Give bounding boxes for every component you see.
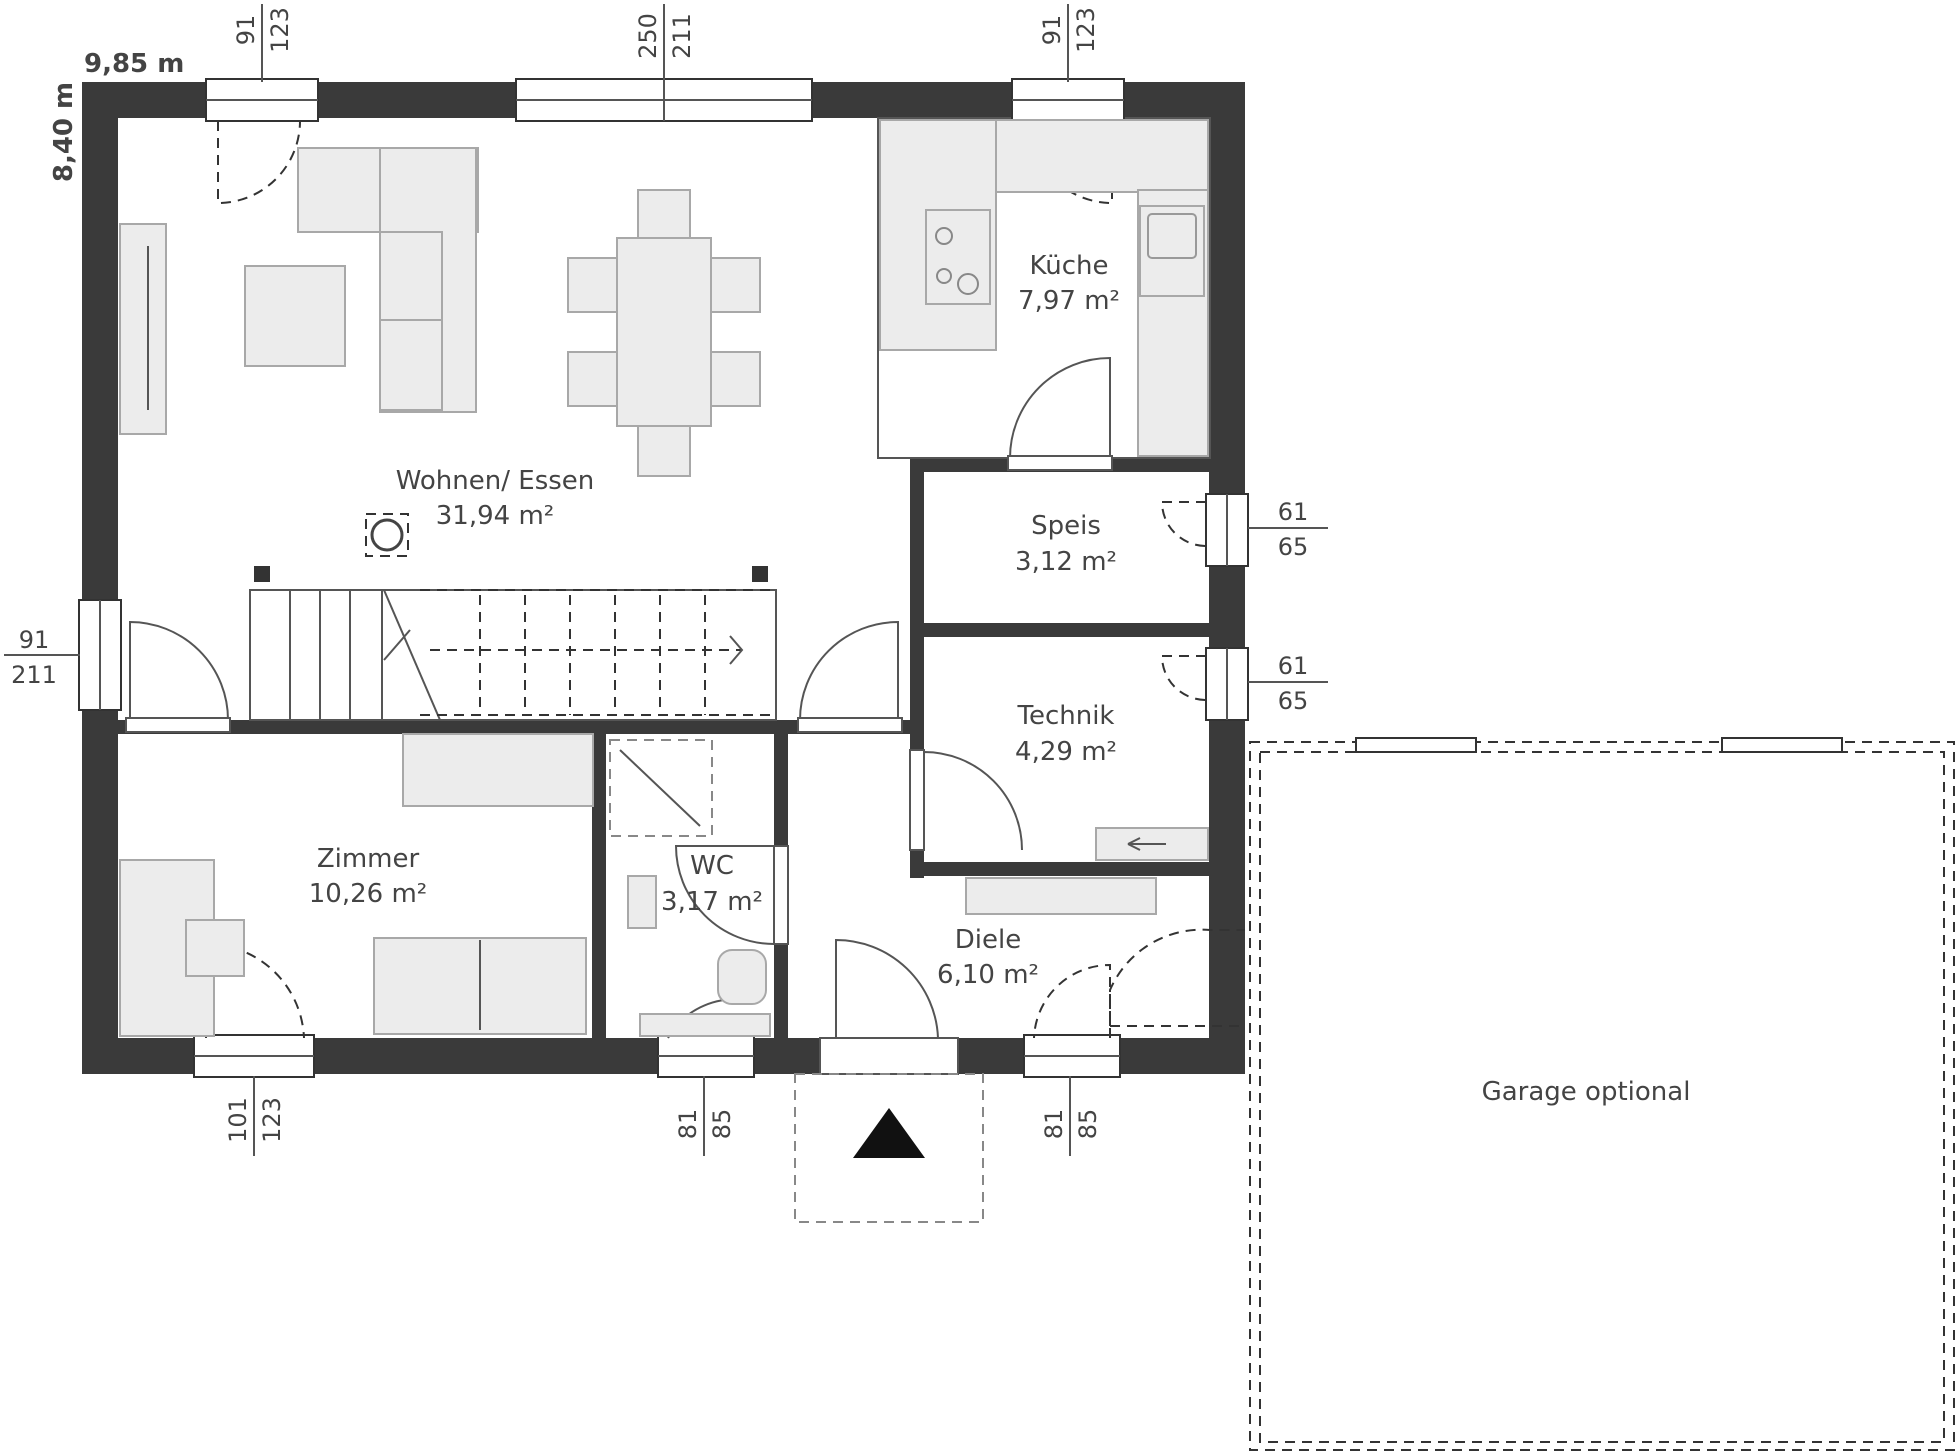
room-area-wc: 3,17 m²: [661, 887, 763, 917]
dining-table: [616, 237, 712, 427]
dim-top-right-b: 123: [1072, 7, 1100, 53]
coat-rack: [965, 877, 1157, 915]
wardrobe: [402, 733, 594, 807]
room-area-kueche: 7,97 m²: [1018, 286, 1120, 316]
dim-top-right-a: 91: [1038, 15, 1066, 46]
dim-bottom-zimmer-b: 123: [258, 1097, 286, 1143]
doors: [125, 120, 1245, 1039]
overall-depth-label: 8,40 m: [49, 82, 79, 182]
room-area-diele: 6,10 m²: [937, 960, 1039, 990]
kitchen-sink: [1139, 205, 1205, 297]
kitchen-upper: [995, 119, 1209, 193]
wc-bench: [639, 1013, 771, 1037]
dim-right-technik-a: 61: [1278, 652, 1309, 680]
dim-top-left-a: 91: [232, 15, 260, 46]
room-name-zimmer: Zimmer: [317, 844, 420, 874]
staircase: [249, 566, 777, 721]
chimney: [365, 513, 409, 557]
room-name-speis: Speis: [1031, 511, 1101, 541]
dim-bottom-diele-b: 85: [1074, 1109, 1102, 1140]
coffee-table: [244, 265, 346, 367]
overall-width-label: 9,85 m: [84, 49, 184, 79]
dim-top-center-b: 211: [668, 13, 696, 59]
dim-top-center-a: 250: [634, 13, 662, 59]
entrance-door-opening: [819, 1037, 959, 1075]
tv-sideboard: [119, 223, 167, 435]
dim-right-technik-b: 65: [1278, 687, 1309, 715]
room-name-kueche: Küche: [1029, 251, 1108, 281]
wc-sink: [627, 875, 657, 929]
window-dimensions: 91 123 250 211 91 123 91 211 61 65 61 65…: [4, 4, 1328, 1156]
windows: [78, 78, 1249, 1078]
room-area-speis: 3,12 m²: [1015, 547, 1117, 577]
garage: Garage optional: [1249, 737, 1955, 1451]
room-name-wohnen: Wohnen/ Essen: [396, 466, 595, 496]
dim-top-left-b: 123: [266, 7, 294, 53]
dim-right-speis-b: 65: [1278, 533, 1309, 561]
room-name-diele: Diele: [955, 925, 1021, 955]
dim-left-a: 91: [19, 626, 50, 654]
furniture: [119, 119, 1209, 1037]
dim-right-speis-a: 61: [1278, 498, 1309, 526]
room-area-technik: 4,29 m²: [1015, 737, 1117, 767]
room-area-zimmer: 10,26 m²: [309, 879, 427, 909]
dim-bottom-wc-b: 85: [708, 1109, 736, 1140]
garage-window-left: [1355, 737, 1477, 753]
toilet: [717, 949, 767, 1005]
shower: [609, 739, 713, 837]
garage-window-right: [1721, 737, 1843, 753]
room-area-wohnen: 31,94 m²: [436, 501, 554, 531]
dim-left-b: 211: [11, 661, 57, 689]
cooktop: [925, 209, 991, 305]
room-name-technik: Technik: [1017, 701, 1115, 731]
entrance-landing: [794, 1073, 984, 1223]
garage-label: Garage optional: [1482, 1077, 1691, 1107]
dim-bottom-diele-a: 81: [1040, 1109, 1068, 1140]
entrance-arrow: [853, 1108, 925, 1158]
desk-chair: [185, 919, 245, 977]
dim-bottom-wc-a: 81: [674, 1109, 702, 1140]
room-name-wc: WC: [690, 851, 734, 881]
dim-bottom-zimmer-a: 101: [224, 1097, 252, 1143]
room-labels: Wohnen/ Essen 31,94 m² Küche 7,97 m² Spe…: [309, 251, 1120, 990]
